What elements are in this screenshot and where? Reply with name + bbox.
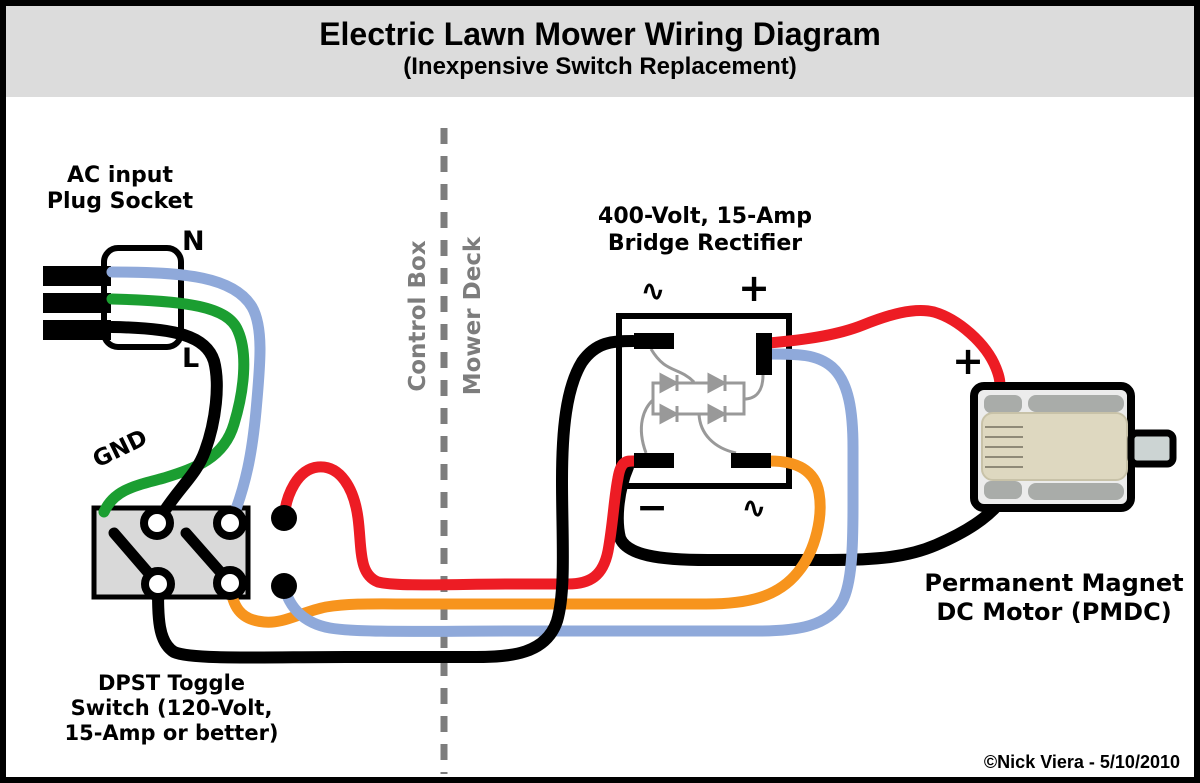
motor-plus-symbol: + xyxy=(952,339,984,383)
rectifier-minus-symbol: − xyxy=(636,485,668,529)
switch-terminals xyxy=(140,506,247,601)
rectifier-plus-symbol: + xyxy=(738,266,770,310)
motor-label: Permanent Magnet DC Motor (PMDC) xyxy=(924,569,1184,626)
motor-brush-lines xyxy=(985,426,1023,468)
junction-dot-red xyxy=(271,505,297,531)
rectifier-terminals xyxy=(634,333,772,468)
wire-rectifier-minus-red xyxy=(278,455,642,591)
neutral-label: N xyxy=(182,226,205,257)
switch-terminal xyxy=(140,506,174,540)
page-subtitle: (Inexpensive Switch Replacement) xyxy=(403,53,797,80)
mower-deck-label: Mower Deck xyxy=(460,236,486,396)
plug-socket-label: AC input Plug Socket xyxy=(46,163,194,214)
motor-armature xyxy=(981,412,1128,481)
diodes xyxy=(659,372,728,425)
motor-shaft xyxy=(1127,429,1177,468)
wire-motor-negative-black xyxy=(611,461,1008,566)
switch-terminal xyxy=(141,567,175,601)
wire-ground-green xyxy=(98,293,250,518)
diagram-header: Electric Lawn Mower Wiring Diagram (Inex… xyxy=(6,6,1194,97)
rectifier-terminal-minus xyxy=(634,453,674,468)
toggle-switch-label: DPST Toggle Switch (120-Volt, 15-Amp or … xyxy=(64,671,279,745)
rectifier-label: 400-Volt, 15-Amp Bridge Rectifier xyxy=(598,204,812,256)
wire-switch-to-rectifier-black xyxy=(152,335,639,664)
rectifier-ac-symbol-top: ∿ xyxy=(640,274,666,309)
wire-neutral-blue xyxy=(106,266,266,526)
rectifier-terminal-ac-bottom xyxy=(731,453,771,468)
junction-dot-blue xyxy=(271,573,297,599)
power-cord-prongs xyxy=(43,266,111,340)
wiring-diagram-canvas xyxy=(43,128,1177,774)
line-label: L xyxy=(182,343,200,374)
rectifier-ac-symbol-bottom: ∿ xyxy=(741,491,767,526)
control-box-label: Control Box xyxy=(405,240,431,392)
motor-body xyxy=(970,382,1177,512)
diode-bridge xyxy=(639,348,765,455)
wire-live-black xyxy=(106,321,223,524)
page-title: Electric Lawn Mower Wiring Diagram xyxy=(319,16,881,52)
wire-motor-positive-red xyxy=(762,304,1006,395)
rectifier-terminal-ac-top xyxy=(634,333,674,349)
switch-terminal xyxy=(213,506,247,540)
switch-terminal xyxy=(213,566,247,600)
wire-switch-to-rectifier-orange xyxy=(224,455,826,628)
wire-rectifier-plus-blue xyxy=(278,348,859,637)
credit-text: ©Nick Viera - 5/10/2010 xyxy=(983,752,1180,772)
rectifier-terminal-plus xyxy=(756,333,772,375)
